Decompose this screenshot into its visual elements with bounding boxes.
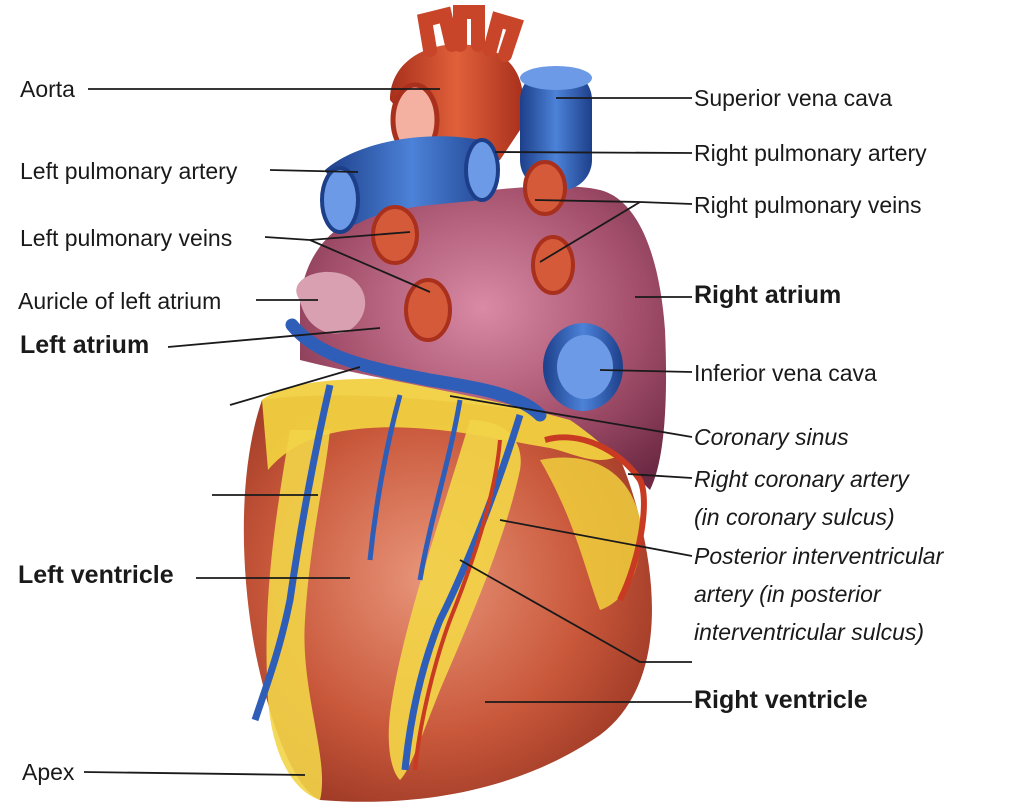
label-left-pulmonary-artery: Left pulmonary artery [20, 158, 237, 185]
apex-leader [84, 772, 305, 775]
label-left-pulmonary-veins: Left pulmonary veins [20, 225, 232, 252]
label-right-pulmonary-veins: Right pulmonary veins [694, 192, 922, 219]
label-posterior-iv-artery-2: artery (in posterior [694, 581, 881, 608]
label-inferior-vena-cava: Inferior vena cava [694, 360, 877, 387]
lpv-lower [406, 280, 450, 340]
label-auricle-left-atrium: Auricle of left atrium [18, 288, 221, 315]
label-posterior-iv-artery-3: interventricular sulcus) [694, 619, 924, 646]
right-pa-lumen [466, 140, 498, 200]
label-right-ventricle: Right ventricle [694, 687, 868, 714]
rpa-leader [495, 152, 692, 153]
label-right-coronary-artery-2: (in coronary sulcus) [694, 504, 895, 531]
label-posterior-iv-artery-1: Posterior interventricular [694, 543, 943, 570]
label-apex: Apex [22, 759, 74, 786]
label-coronary-sinus: Coronary sinus [694, 424, 849, 451]
left-pa-lumen [322, 168, 358, 232]
label-right-atrium: Right atrium [694, 282, 841, 309]
svc-lumen [520, 66, 592, 90]
label-aorta: Aorta [20, 76, 75, 103]
label-left-ventricle: Left ventricle [18, 562, 174, 589]
label-superior-vena-cava: Superior vena cava [694, 85, 892, 112]
label-right-pulmonary-artery: Right pulmonary artery [694, 140, 927, 167]
label-left-atrium: Left atrium [20, 332, 149, 359]
rpv-upper [525, 162, 565, 214]
ivc-lumen [557, 335, 613, 399]
label-right-coronary-artery-1: Right coronary artery [694, 466, 909, 493]
